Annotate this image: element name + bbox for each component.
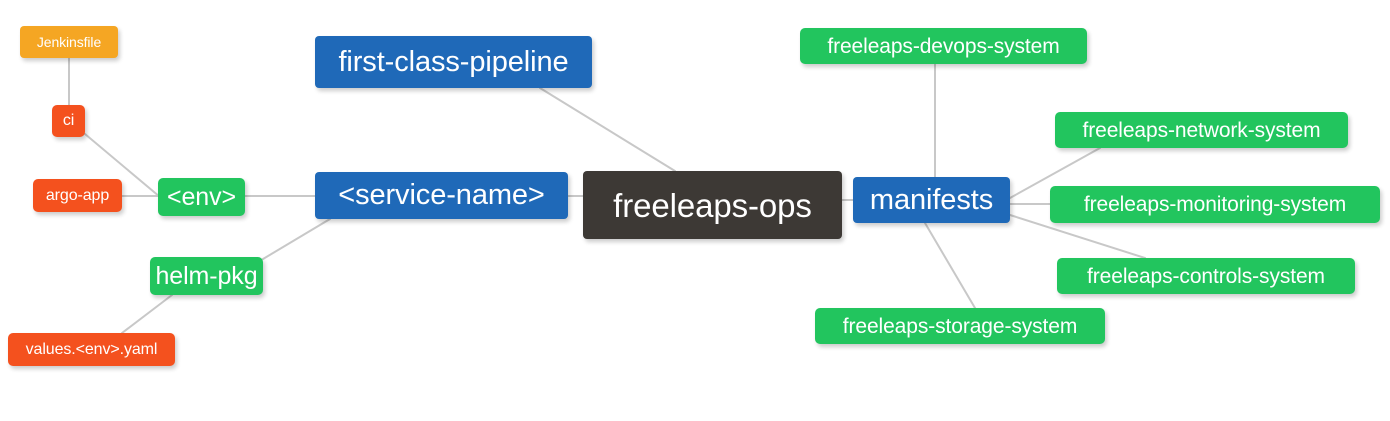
node-freeleaps-ops[interactable]: freeleaps-ops xyxy=(583,171,842,239)
node-freeleaps-storage-system[interactable]: freeleaps-storage-system xyxy=(815,308,1105,344)
node-freeleaps-devops-system[interactable]: freeleaps-devops-system xyxy=(800,28,1087,64)
node-argo-app[interactable]: argo-app xyxy=(33,179,122,212)
edge-first-class-pipeline-to-freeleaps-ops xyxy=(539,87,676,172)
node-ci[interactable]: ci xyxy=(52,105,85,137)
node-label: ci xyxy=(62,112,75,129)
node-label: <env> xyxy=(166,182,236,211)
edge-service-name-to-helm-pkg xyxy=(262,218,331,260)
node-label: Jenkinsfile xyxy=(36,34,102,50)
node-label: argo-app xyxy=(45,186,110,204)
node-manifests[interactable]: manifests xyxy=(853,177,1010,223)
node-service-name[interactable]: <service-name> xyxy=(315,172,568,219)
node-helm-pkg[interactable]: helm-pkg xyxy=(150,257,263,295)
node-label: freeleaps-devops-system xyxy=(827,34,1060,58)
node-label: freeleaps-monitoring-system xyxy=(1083,193,1347,216)
node-label: freeleaps-controls-system xyxy=(1087,264,1325,288)
edge-helm-pkg-to-values-env-yaml xyxy=(121,294,173,334)
node-values-env-yaml[interactable]: values.<env>.yaml xyxy=(8,333,175,366)
node-label: <service-name> xyxy=(338,179,545,211)
edge-manifests-to-freeleaps-storage-system xyxy=(924,222,976,309)
node-label: freeleaps-storage-system xyxy=(842,314,1078,338)
node-freeleaps-network-system[interactable]: freeleaps-network-system xyxy=(1055,112,1348,148)
node-first-class-pipeline[interactable]: first-class-pipeline xyxy=(315,36,592,88)
node-jenkinsfile[interactable]: Jenkinsfile xyxy=(20,26,118,58)
node-freeleaps-controls-system[interactable]: freeleaps-controls-system xyxy=(1057,258,1355,294)
node-label: manifests xyxy=(869,183,994,216)
node-env[interactable]: <env> xyxy=(158,178,245,216)
node-label: values.<env>.yaml xyxy=(25,340,158,358)
node-label: freeleaps-ops xyxy=(613,186,812,224)
node-label: first-class-pipeline xyxy=(338,45,569,78)
node-label: helm-pkg xyxy=(155,261,258,290)
node-label: freeleaps-network-system xyxy=(1082,118,1321,142)
node-freeleaps-monitoring-system[interactable]: freeleaps-monitoring-system xyxy=(1050,186,1380,223)
